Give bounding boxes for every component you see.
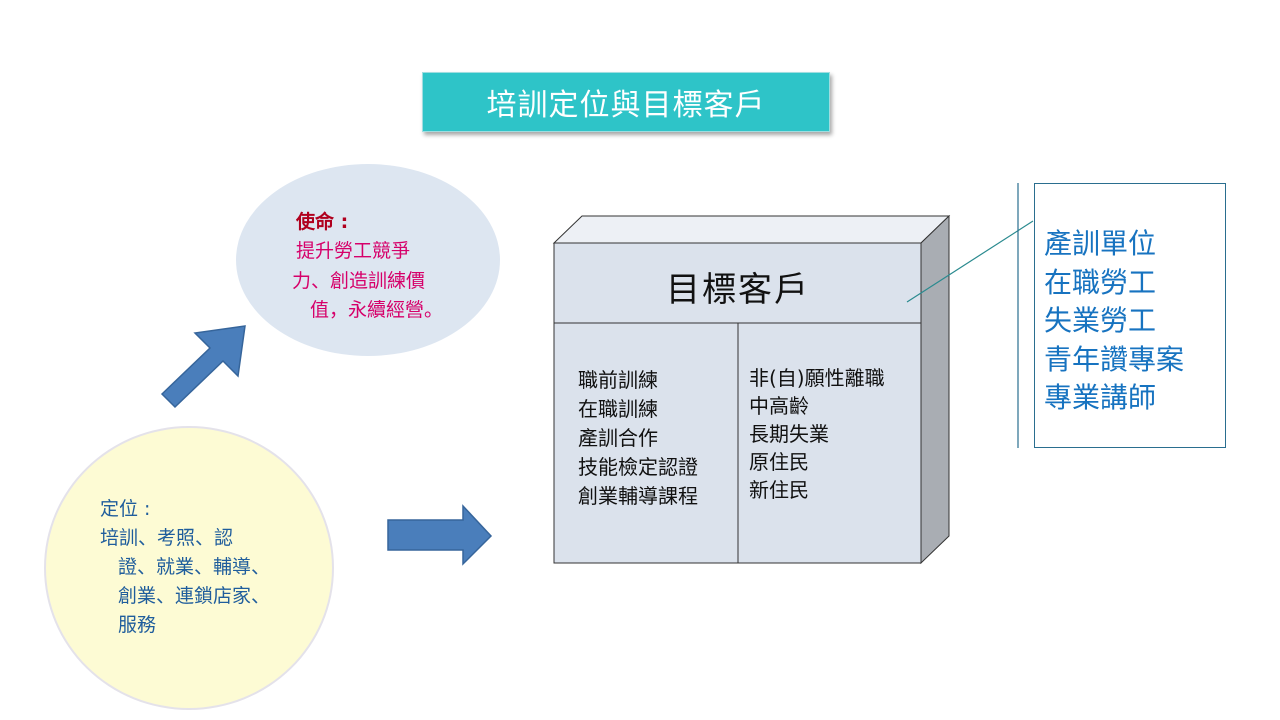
- mission-line: 值，永續經營。: [310, 299, 444, 321]
- page-title: 培訓定位與目標客戶: [486, 88, 766, 123]
- list-item: 原住民: [749, 450, 809, 474]
- positioning-bubble: [44, 426, 334, 710]
- right-list: 非(自)願性離職 中高齡 長期失業 原住民 新住民: [749, 364, 885, 504]
- list-item: 長期失業: [749, 422, 829, 446]
- positioning-line: 證、就業、輔導、: [118, 556, 271, 578]
- target-box-title: 目標客戶: [666, 270, 810, 310]
- arrow-up-right: [160, 325, 246, 409]
- box-top-face: [552, 215, 951, 244]
- client-item: 失業勞工: [1044, 304, 1157, 337]
- client-item: 青年讚專案: [1044, 342, 1185, 376]
- left-list: 職前訓練 在職訓練 產訓合作 技能檢定認證 創業輔導課程: [578, 366, 698, 511]
- client-box: [1034, 183, 1226, 448]
- connector-line: [906, 220, 1034, 303]
- list-item: 新住民: [749, 478, 809, 502]
- client-list: 產訓單位 在職勞工 失業勞工 青年讚專案 專業講師: [1044, 225, 1184, 418]
- positioning-line: 服務: [118, 614, 157, 636]
- list-item: 產訓合作: [578, 426, 658, 450]
- box-side-face: [920, 214, 950, 565]
- arrow-right: [387, 504, 493, 566]
- title-banner: 培訓定位與目標客戶: [422, 72, 830, 132]
- mission-bubble: [236, 164, 500, 356]
- list-item: 中高齡: [749, 394, 809, 418]
- list-item: 非(自)願性離職: [749, 366, 885, 390]
- list-item: 在職訓練: [578, 397, 658, 421]
- list-item: 職前訓練: [578, 368, 658, 392]
- positioning-line: 培訓、考照、認: [100, 527, 234, 549]
- list-item: 創業輔導課程: [578, 484, 698, 508]
- positioning-line: 創業、連鎖店家、: [118, 585, 271, 607]
- client-item: 在職勞工: [1044, 265, 1157, 299]
- positioning-heading: 定位 :: [100, 498, 151, 520]
- mission-heading: 使命 :: [296, 211, 349, 233]
- mission-line: 提升勞工競爭: [296, 240, 411, 262]
- client-item: 專業講師: [1044, 381, 1157, 414]
- client-item: 產訓單位: [1044, 227, 1157, 260]
- list-item: 技能檢定認證: [578, 455, 698, 479]
- mission-line: 力、創造訓練價: [292, 270, 426, 292]
